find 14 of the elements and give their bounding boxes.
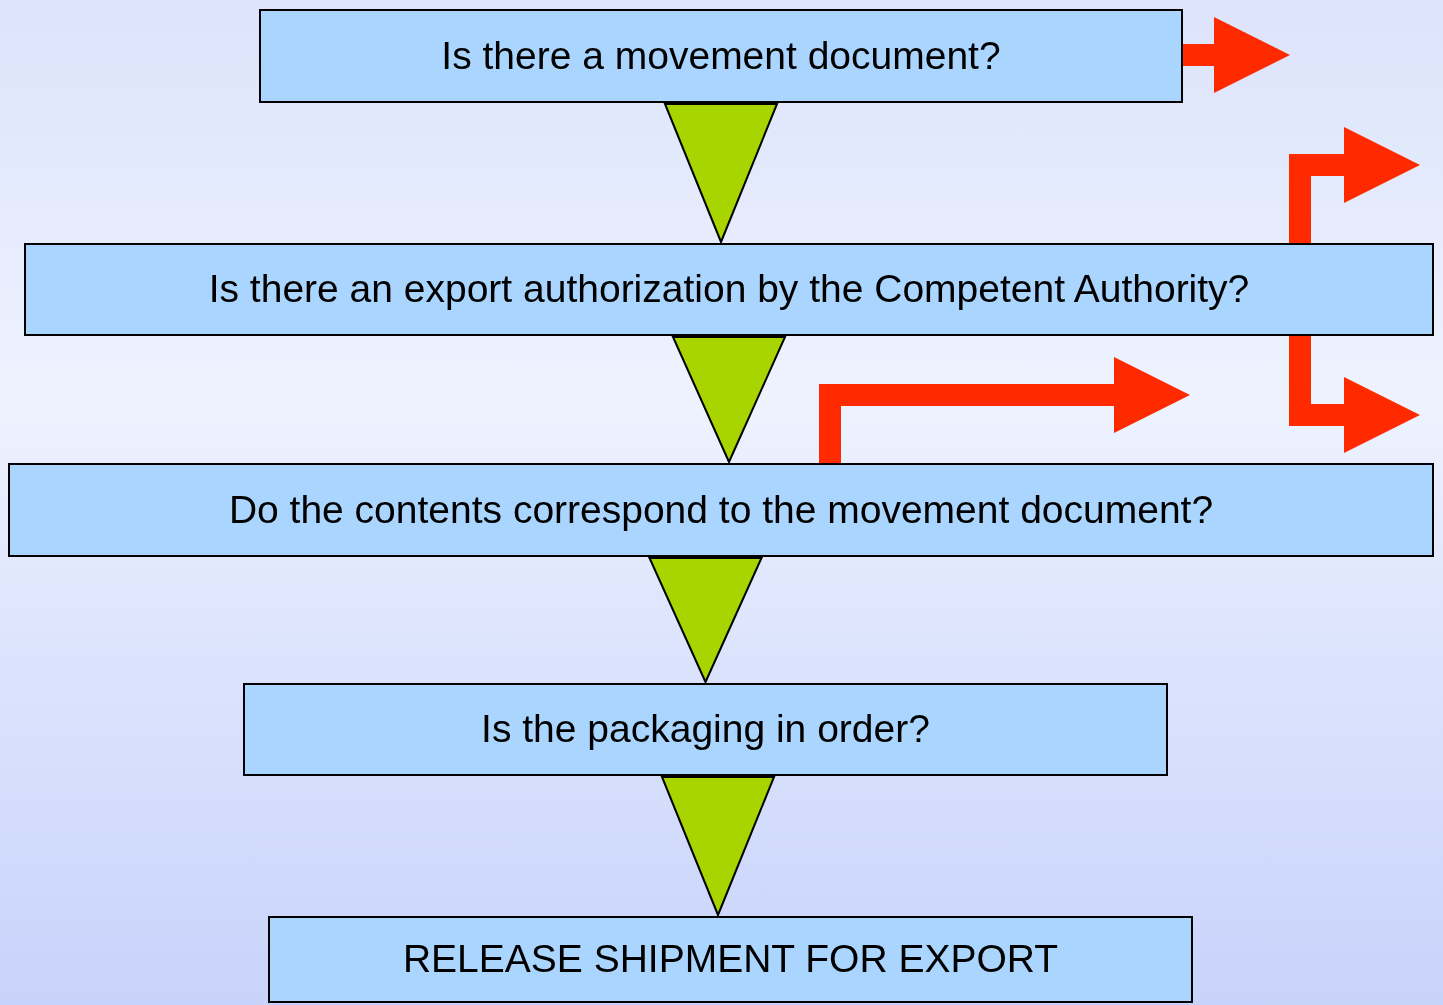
process-box xyxy=(259,9,1183,103)
triangle-arrow xyxy=(660,776,776,918)
box-text: RELEASE SHIPMENT FOR EXPORT xyxy=(402,936,1059,983)
process-box xyxy=(24,243,1434,336)
process-box xyxy=(243,683,1168,776)
box-text: Do the contents correspond to the movement document? xyxy=(228,486,1214,533)
triangle-arrow xyxy=(663,103,779,245)
box-text: Is the packaging in order? xyxy=(481,706,930,753)
process-box xyxy=(268,916,1193,1003)
triangle-arrow xyxy=(647,557,764,685)
process-box xyxy=(8,463,1434,557)
box-text: Is there an export authorization by the Competent Authority? xyxy=(208,266,1250,313)
box-text: Is there a movement document? xyxy=(441,32,1001,79)
triangle-arrow xyxy=(671,336,787,465)
